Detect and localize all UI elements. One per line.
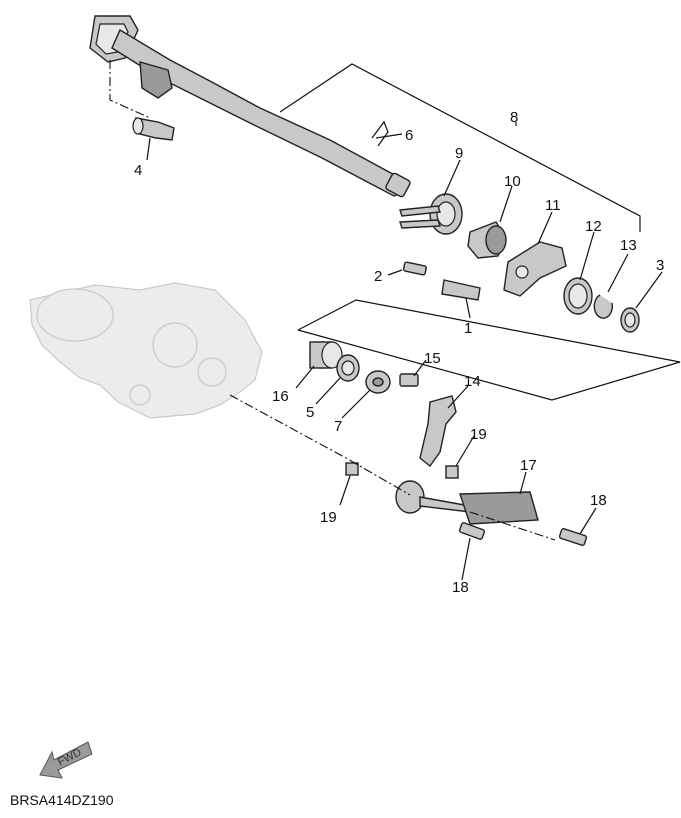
callout-6: 6	[405, 127, 413, 144]
part-10-collar	[467, 221, 507, 259]
callout-3: 3	[656, 257, 664, 274]
callout-18-a: 18	[590, 492, 607, 509]
part-12-washer	[563, 277, 593, 315]
fwd-arrow-icon: FWD	[39, 741, 93, 779]
callout-14: 14	[464, 373, 481, 390]
callout-10: 10	[504, 173, 521, 190]
part-2-bolt	[402, 261, 427, 276]
callout-9: 9	[455, 145, 463, 162]
part-19-nut-b	[345, 462, 359, 476]
callout-19-a: 19	[470, 426, 487, 443]
diagram-code: BRSA414DZ190	[10, 792, 114, 808]
callout-2: 2	[374, 268, 382, 285]
engine-housing-ghost	[29, 282, 263, 419]
part-3-circlip	[620, 307, 640, 333]
callout-1: 1	[464, 320, 472, 337]
part-4-pin	[132, 117, 175, 141]
callout-5: 5	[306, 404, 314, 421]
fwd-label: FWD	[56, 746, 84, 768]
callout-11: 11	[545, 197, 561, 214]
part-13-circlip	[593, 294, 614, 319]
shift-shaft	[89, 15, 411, 198]
group-8-bracket	[279, 63, 641, 232]
part-15-bolt	[399, 373, 419, 387]
callout-16: 16	[272, 388, 289, 405]
part-19-nut-a	[445, 465, 459, 479]
group-1-bracket	[297, 299, 681, 401]
part-1-spring	[441, 279, 481, 301]
callout-4: 4	[134, 162, 142, 179]
part-14-lever	[419, 395, 457, 468]
part-5-seal	[336, 354, 360, 382]
callout-8: 8	[510, 109, 518, 126]
alignment-line-4	[109, 60, 151, 119]
callout-18-b: 18	[452, 579, 469, 596]
callout-19-b: 19	[320, 509, 337, 526]
part-6-clip	[371, 120, 389, 147]
part-18-bolt-a	[458, 522, 486, 540]
callout-15: 15	[424, 350, 441, 367]
part-7-washer	[365, 370, 391, 394]
callout-leaders	[146, 122, 663, 581]
callout-12: 12	[585, 218, 602, 235]
alignment-line-17	[469, 511, 556, 541]
callout-17: 17	[520, 457, 537, 474]
part-9-spring	[399, 193, 463, 235]
callout-7: 7	[334, 418, 342, 435]
part-16-bearing	[309, 341, 343, 369]
alignment-line-main	[229, 394, 411, 496]
part-18-bolt-b	[558, 528, 588, 546]
callout-13: 13	[620, 237, 637, 254]
part-17-rod	[395, 480, 539, 525]
part-11-arm	[503, 241, 567, 297]
